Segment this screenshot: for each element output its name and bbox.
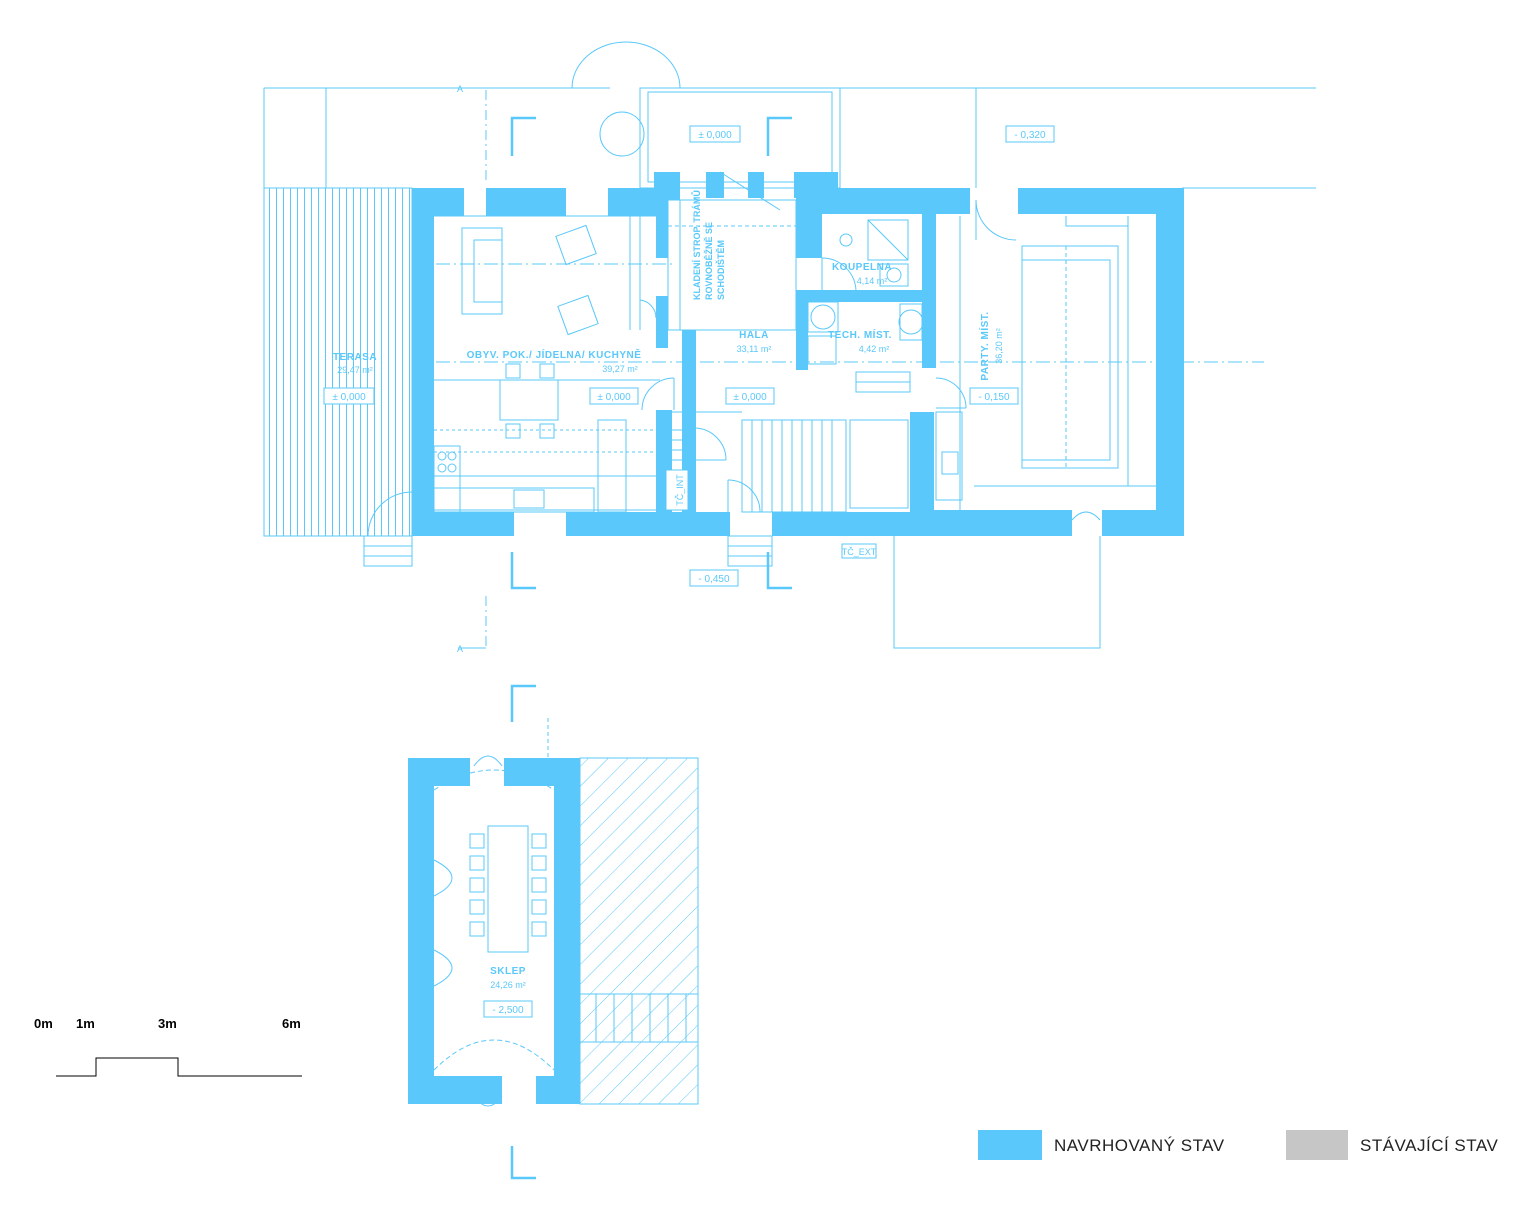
- level-tag-5: ± 0,000: [733, 392, 767, 403]
- room-koupelna-label: KOUPELNA: [832, 262, 892, 273]
- section-label-top: A: [457, 84, 463, 94]
- ground-floor-walls: [412, 172, 1184, 536]
- strop-note-line3: SCHODIŠTĚM: [715, 240, 726, 300]
- tag-tc-int: TČ_INT: [675, 474, 685, 506]
- cellar-walls: [408, 758, 580, 1104]
- cellar-hatch: [579, 757, 699, 1105]
- scale-label-1m: 1m: [76, 1016, 95, 1031]
- strop-note-line1: KLADENÍ STROP. TRÁMŮ: [691, 190, 702, 300]
- room-obyv-area: 39,27 m²: [602, 364, 638, 374]
- legend-label-proposed: NAVRHOVANÝ STAV: [1054, 1136, 1225, 1155]
- level-tags: [323, 125, 1055, 1018]
- room-tech-area: 4,42 m²: [859, 344, 890, 354]
- room-tech-label: TECH. MÍST.: [828, 328, 892, 341]
- level-tag-8: - 2,500: [492, 1005, 524, 1016]
- room-koupelna-area: 4,14 m²: [857, 276, 888, 286]
- scale-bar: [56, 1057, 302, 1077]
- room-sklep-area: 24,26 m²: [490, 980, 526, 990]
- room-terasa-label: TERASA: [333, 352, 377, 363]
- level-tag-1: ± 0,000: [698, 130, 732, 141]
- room-party-area: 36,20 m²: [994, 328, 1004, 364]
- level-tag-3: ± 0,000: [332, 392, 366, 403]
- room-party-label: PARTY. MÍST.: [978, 311, 991, 380]
- tag-tc-ext: TČ_EXT: [842, 547, 877, 557]
- section-label-bottom: A: [457, 644, 463, 654]
- scale-label-3m: 3m: [158, 1016, 177, 1031]
- legend-label-existing: STÁVAJÍCÍ STAV: [1360, 1136, 1498, 1155]
- level-tag-7: - 0,450: [698, 574, 730, 585]
- ground-floor-details: [367, 171, 1181, 537]
- terrace-deck: [263, 187, 413, 537]
- section-markers: [510, 116, 792, 1180]
- room-sklep-label: SKLEP: [490, 966, 526, 977]
- cellar-details: [416, 718, 699, 1107]
- site-context: [263, 41, 1316, 649]
- level-tag-6: - 0,150: [978, 392, 1010, 403]
- level-tag-2: - 0,320: [1014, 130, 1046, 141]
- room-terasa-area: 29,47 m²: [337, 365, 373, 375]
- room-hala-label: HALA: [739, 330, 769, 341]
- legend-swatch-existing: [1286, 1130, 1348, 1160]
- strop-note-line2: ROVNOBĚŽNĚ SE: [703, 222, 714, 300]
- legend-swatch-proposed: [978, 1130, 1042, 1160]
- room-obyv-label: OBYV. POK./ JÍDELNA/ KUCHYNĚ: [467, 348, 642, 361]
- room-hala-area: 33,11 m²: [737, 344, 772, 354]
- scale-label-6m: 6m: [282, 1016, 301, 1031]
- level-tag-4: ± 0,000: [597, 392, 631, 403]
- scale-label-0m: 0m: [34, 1016, 53, 1031]
